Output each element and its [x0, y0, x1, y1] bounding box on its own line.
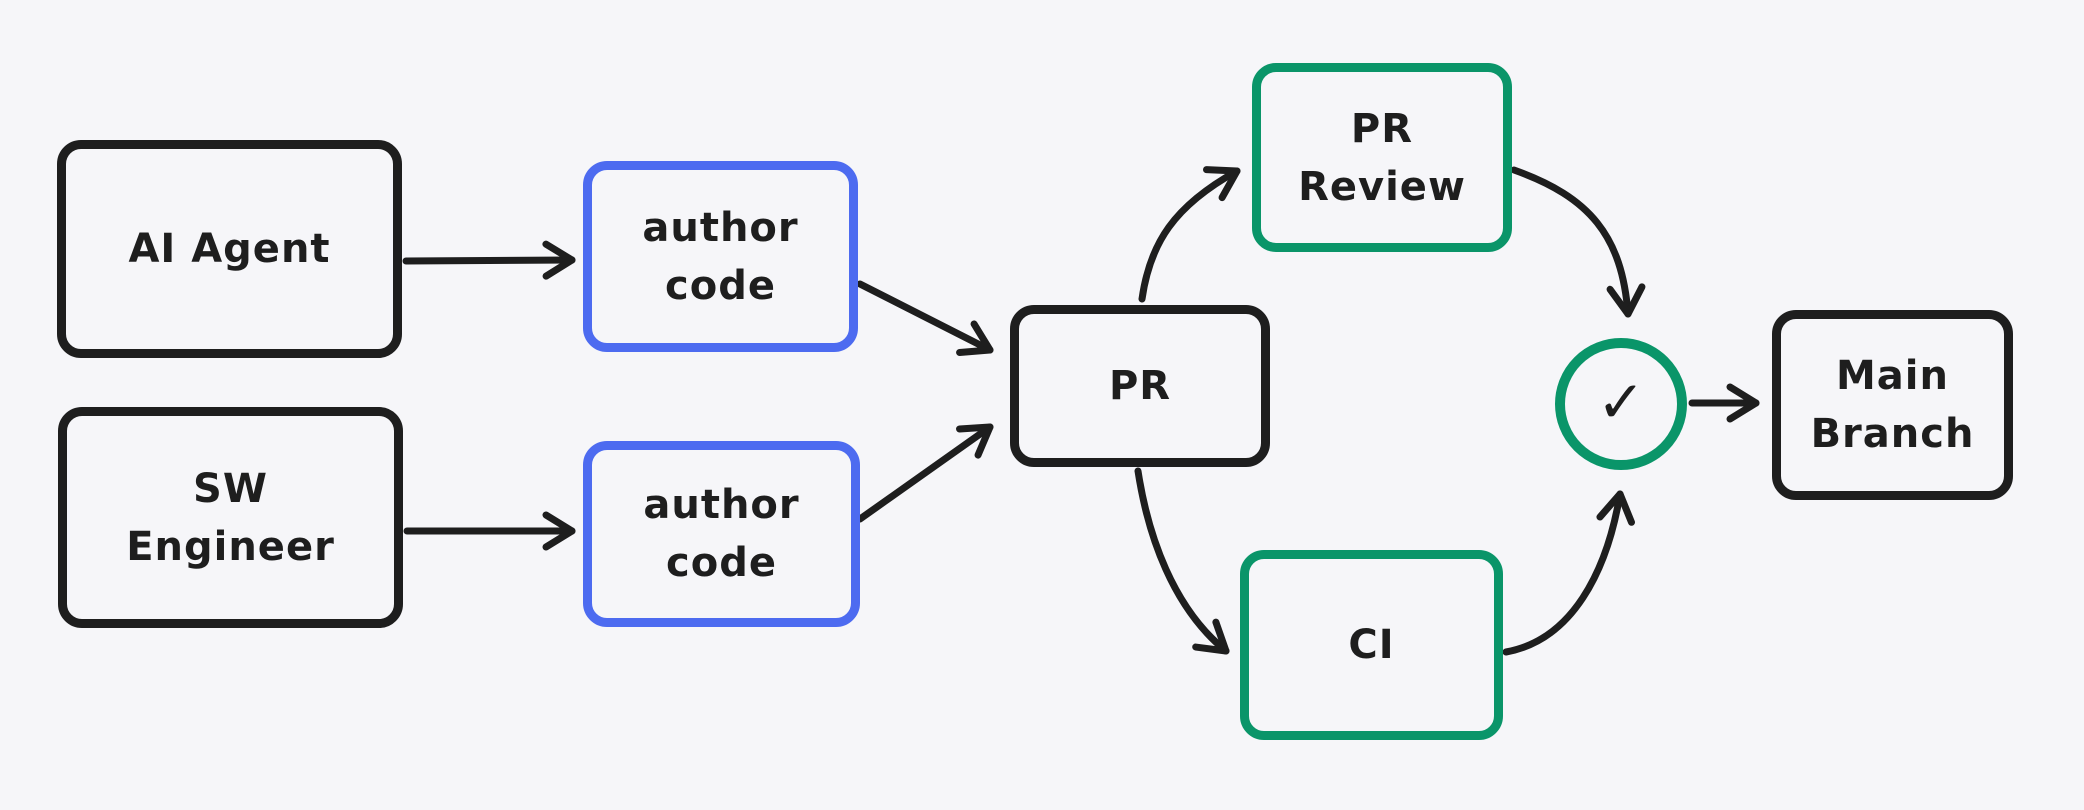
arrow-ai-agent-to-author-code — [402, 240, 576, 280]
node-pr: PR — [1010, 305, 1270, 467]
node-ai-agent: AI Agent — [57, 140, 402, 358]
node-sw-engineer-label: SW Engineer — [126, 465, 335, 570]
node-ai-agent-label: AI Agent — [128, 226, 331, 272]
arrow-ci-to-check — [1502, 490, 1635, 656]
node-ci: CI — [1240, 550, 1503, 740]
node-main-branch-label: Main Branch — [1810, 353, 1975, 457]
arrow-pr-to-ci — [1134, 467, 1230, 655]
node-pr-review: PR Review — [1252, 63, 1512, 252]
node-approval-check: ✓ — [1555, 338, 1687, 470]
node-main-branch: Main Branch — [1772, 310, 2013, 500]
node-ci-label: CI — [1348, 622, 1395, 668]
arrow-pr-review-to-check — [1510, 166, 1646, 318]
node-author-code-top: author code — [583, 161, 858, 352]
arrow-author-code-top-to-pr — [856, 280, 994, 356]
node-author-code-bottom-label: author code — [643, 482, 800, 586]
node-author-code-top-label: author code — [642, 204, 799, 309]
node-pr-label: PR — [1108, 363, 1172, 409]
arrow-pr-to-pr-review — [1138, 166, 1241, 303]
checkmark-icon: ✓ — [1596, 368, 1646, 436]
arrow-author-code-bottom-to-pr — [856, 423, 994, 523]
node-sw-engineer: SW Engineer — [58, 407, 403, 628]
node-author-code-bottom: author code — [583, 441, 860, 627]
node-pr-review-label: PR Review — [1298, 105, 1466, 210]
